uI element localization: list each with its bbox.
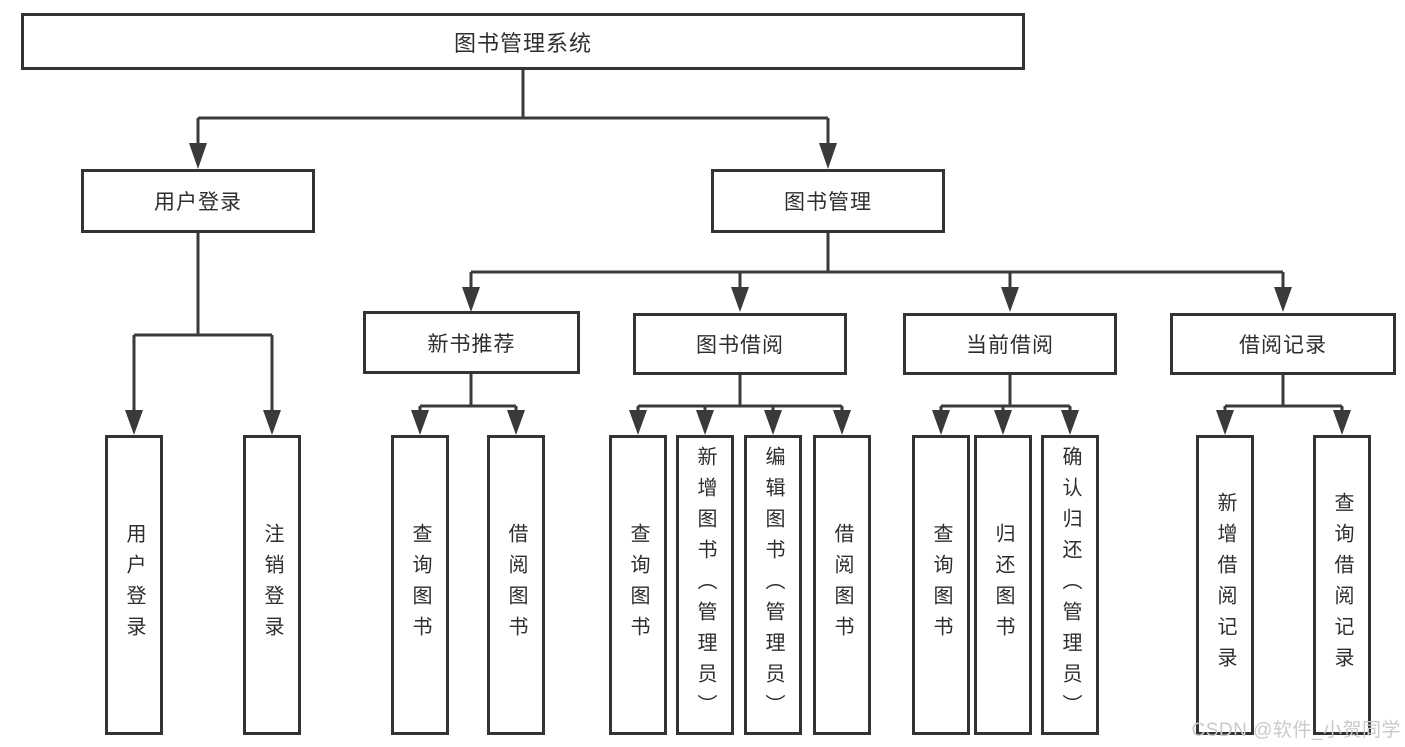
leaf-label: 新增借阅记录	[1214, 492, 1236, 678]
leaf-borrow-books: 借阅图书	[813, 435, 871, 735]
node-current-borrowing: 当前借阅	[903, 313, 1117, 375]
node-book-borrowing: 图书借阅	[633, 313, 847, 375]
leaf-add-borrow-record: 新增借阅记录	[1196, 435, 1254, 735]
leaf-label: 查询图书	[627, 523, 649, 647]
leaf-label: 用户登录	[123, 523, 145, 647]
leaf-logout: 注销登录	[243, 435, 301, 735]
leaf-query-books-current: 查询图书	[912, 435, 970, 735]
leaf-label: 新增图书（管理员）	[694, 445, 716, 725]
leaf-query-books-borrowing: 查询图书	[609, 435, 667, 735]
leaf-edit-books-admin: 编辑图书（管理员）	[744, 435, 802, 735]
leaf-query-borrow-record: 查询借阅记录	[1313, 435, 1371, 735]
leaf-add-books-admin: 新增图书（管理员）	[676, 435, 734, 735]
csdn-watermark: CSDN @软件_小贺同学	[1191, 720, 1401, 741]
leaf-label: 确认归还（管理员）	[1059, 445, 1081, 725]
leaf-label: 借阅图书	[505, 523, 527, 647]
leaf-label: 归还图书	[992, 523, 1014, 647]
node-borrowing-records: 借阅记录	[1170, 313, 1396, 375]
leaf-label: 查询图书	[409, 523, 431, 647]
leaf-confirm-return-admin: 确认归还（管理员）	[1041, 435, 1099, 735]
node-library-management-system: 图书管理系统	[21, 13, 1025, 70]
leaf-user-login: 用户登录	[105, 435, 163, 735]
leaf-label: 编辑图书（管理员）	[762, 445, 784, 725]
leaf-label: 查询图书	[930, 523, 952, 647]
leaf-label: 查询借阅记录	[1331, 492, 1353, 678]
leaf-return-books: 归还图书	[974, 435, 1032, 735]
leaf-query-books-recommend: 查询图书	[391, 435, 449, 735]
node-user-login: 用户登录	[81, 169, 315, 233]
node-book-management: 图书管理	[711, 169, 945, 233]
leaf-borrow-books-recommend: 借阅图书	[487, 435, 545, 735]
node-new-book-recommendation: 新书推荐	[363, 311, 580, 374]
leaf-label: 注销登录	[261, 523, 283, 647]
leaf-label: 借阅图书	[831, 523, 853, 647]
